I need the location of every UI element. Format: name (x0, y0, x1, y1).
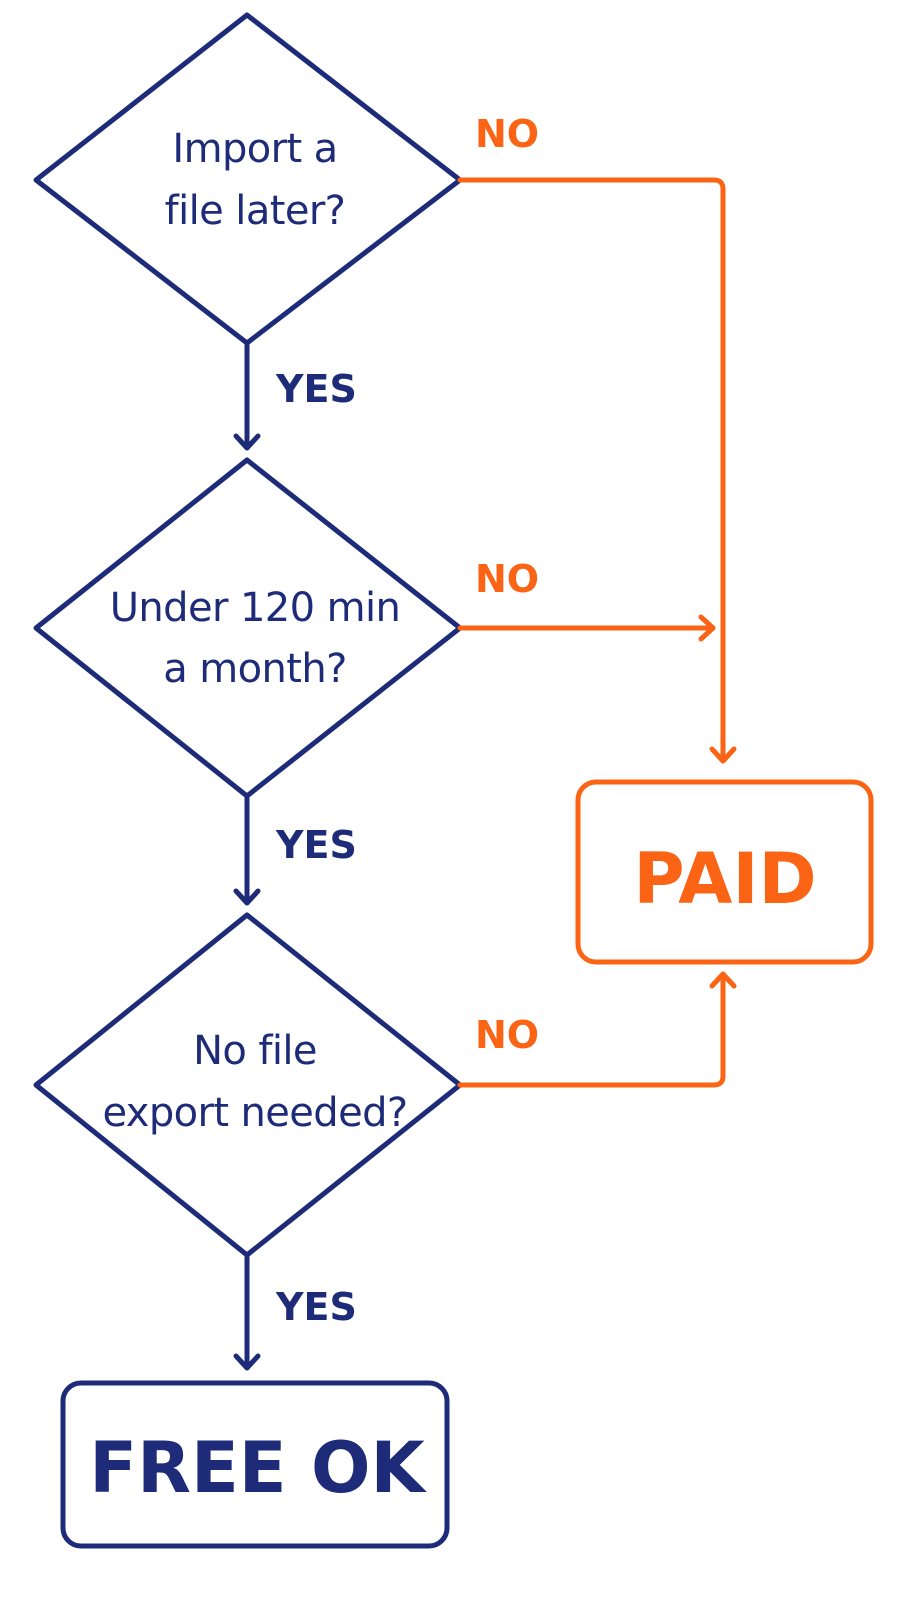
no-label-1: NO (475, 112, 539, 156)
no-connector-1 (457, 177, 726, 763)
yes-label-3: YES (275, 1285, 357, 1329)
paid-box (575, 779, 874, 965)
decision-3-line-1: No file (193, 1028, 317, 1074)
no-arrowhead-2 (698, 614, 716, 642)
decision-2-line-1: Under 120 min (110, 585, 400, 631)
yes-arrowhead-3 (233, 1353, 261, 1371)
decision-diamond-1 (33, 12, 463, 346)
yes-arrowhead-1 (233, 433, 261, 451)
decision-diamond-3 (33, 912, 463, 1258)
decision-1-line-1: Import a (172, 126, 337, 172)
no-connector-3 (457, 972, 726, 1088)
no-label-2: NO (475, 557, 539, 601)
paid-outcome-label: PAID (633, 838, 816, 920)
yes-arrowhead-2 (233, 888, 261, 906)
free-ok-outcome-label: FREE OK (89, 1427, 427, 1509)
no-label-3: NO (475, 1013, 539, 1057)
no-arrowhead-3 (709, 971, 737, 989)
decision-1-line-2: file later? (165, 188, 346, 234)
decision-3-line-2: export needed? (102, 1090, 407, 1136)
yes-label-2: YES (275, 823, 357, 867)
decision-2-line-2: a month? (163, 646, 346, 692)
no-arrowhead-1 (709, 746, 737, 764)
yes-label-1: YES (275, 367, 357, 411)
free-ok-box (60, 1380, 450, 1549)
